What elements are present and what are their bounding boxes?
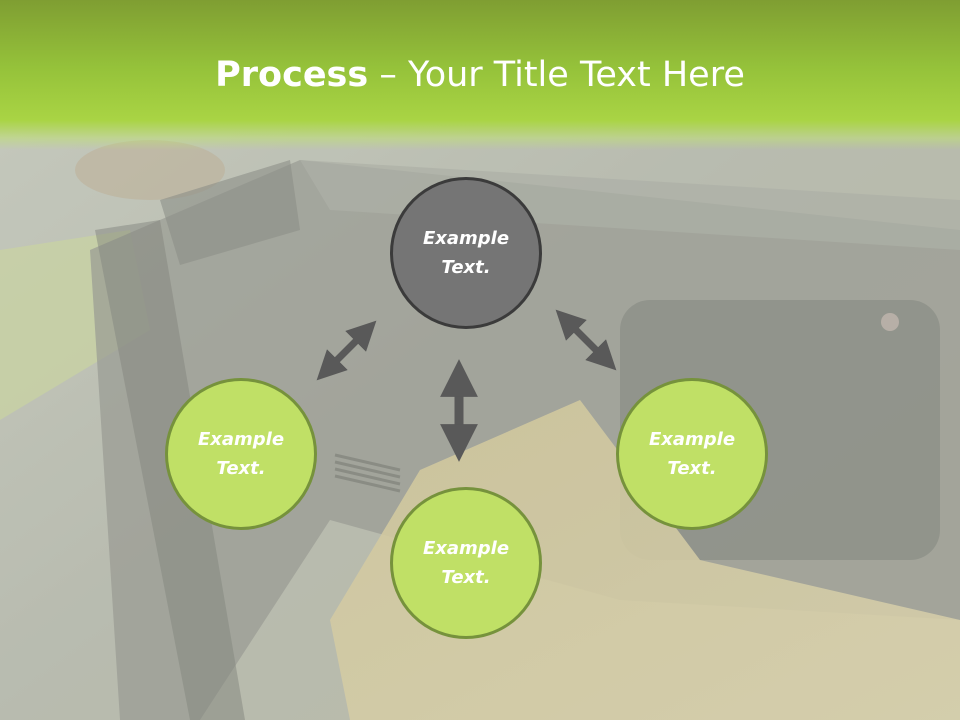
node-left-line2: Text. <box>216 458 266 479</box>
photo-vent <box>334 453 401 493</box>
node-right-text: Example Text. <box>632 425 752 483</box>
node-right-line1: Example <box>648 429 736 450</box>
arrow-top-right <box>555 309 617 371</box>
node-top-line1: Example <box>422 228 510 249</box>
node-left-line1: Example <box>197 429 285 450</box>
photo-paper <box>330 400 960 720</box>
arrow-top-left <box>316 320 377 381</box>
node-bottom-text: Example Text. <box>406 534 526 592</box>
slide-title: Process – Your Title Text Here <box>0 52 960 98</box>
node-bottom-line1: Example <box>422 538 510 559</box>
node-bottom: Example Text. <box>390 487 542 639</box>
photo-device <box>160 160 300 265</box>
photo-hand <box>75 140 225 200</box>
node-bottom-line2: Text. <box>441 567 491 588</box>
node-top-text: Example Text. <box>406 224 526 282</box>
node-right-line2: Text. <box>667 458 717 479</box>
title-band <box>0 0 960 150</box>
title-strong: Process <box>215 55 369 95</box>
photo-knob <box>881 313 899 331</box>
node-right: Example Text. <box>616 378 768 530</box>
title-rest: – Your Title Text Here <box>368 55 745 95</box>
node-top: Example Text. <box>390 177 542 329</box>
node-top-line2: Text. <box>441 257 491 278</box>
node-left-text: Example Text. <box>181 425 301 483</box>
node-left: Example Text. <box>165 378 317 530</box>
